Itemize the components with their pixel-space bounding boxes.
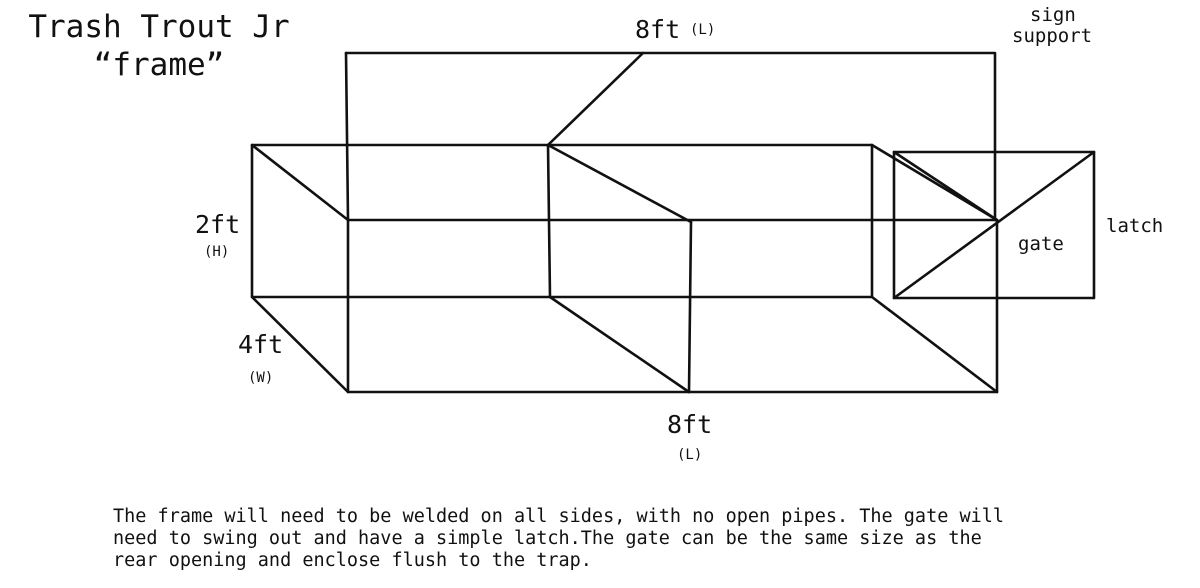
top-length-label: 8ft bbox=[635, 15, 681, 44]
sign-support-left-post bbox=[344, 51, 350, 222]
gate-frame bbox=[892, 150, 1096, 300]
width-label: 4ft bbox=[238, 330, 284, 359]
height-unit: (H) bbox=[204, 244, 230, 260]
description-note: The frame will need to be welded on all … bbox=[113, 506, 1005, 571]
front-divider bbox=[546, 143, 552, 299]
diagram-title: Trash Trout Jr “frame” bbox=[14, 8, 304, 84]
title-line-1: Trash Trout Jr bbox=[28, 9, 290, 45]
gate-brace-2 bbox=[892, 150, 1096, 300]
back-face bbox=[346, 218, 999, 394]
top-length-unit: (L) bbox=[690, 22, 716, 38]
depth-edge-top-left bbox=[250, 143, 350, 222]
back-divider bbox=[687, 220, 693, 394]
sign-label: sign bbox=[1030, 4, 1076, 26]
height-label: 2ft bbox=[195, 210, 241, 239]
width-unit: (W) bbox=[248, 370, 274, 386]
depth-edge-bottom-left bbox=[250, 295, 350, 394]
gate-brace-1 bbox=[892, 150, 999, 222]
depth-edge-bottom-right bbox=[870, 295, 999, 394]
latch-label: latch bbox=[1106, 215, 1164, 237]
bottom-length-label: 8ft bbox=[667, 410, 713, 439]
support-label: support bbox=[1012, 25, 1093, 47]
title-line-2: “frame” bbox=[93, 47, 225, 83]
sign-support-rail bbox=[344, 51, 997, 222]
gate-label: gate bbox=[1018, 233, 1064, 255]
middle-depth-top bbox=[546, 143, 693, 224]
middle-depth-bottom bbox=[548, 295, 691, 394]
bottom-length-unit: (L) bbox=[677, 447, 703, 463]
sign-support-brace bbox=[546, 51, 645, 147]
